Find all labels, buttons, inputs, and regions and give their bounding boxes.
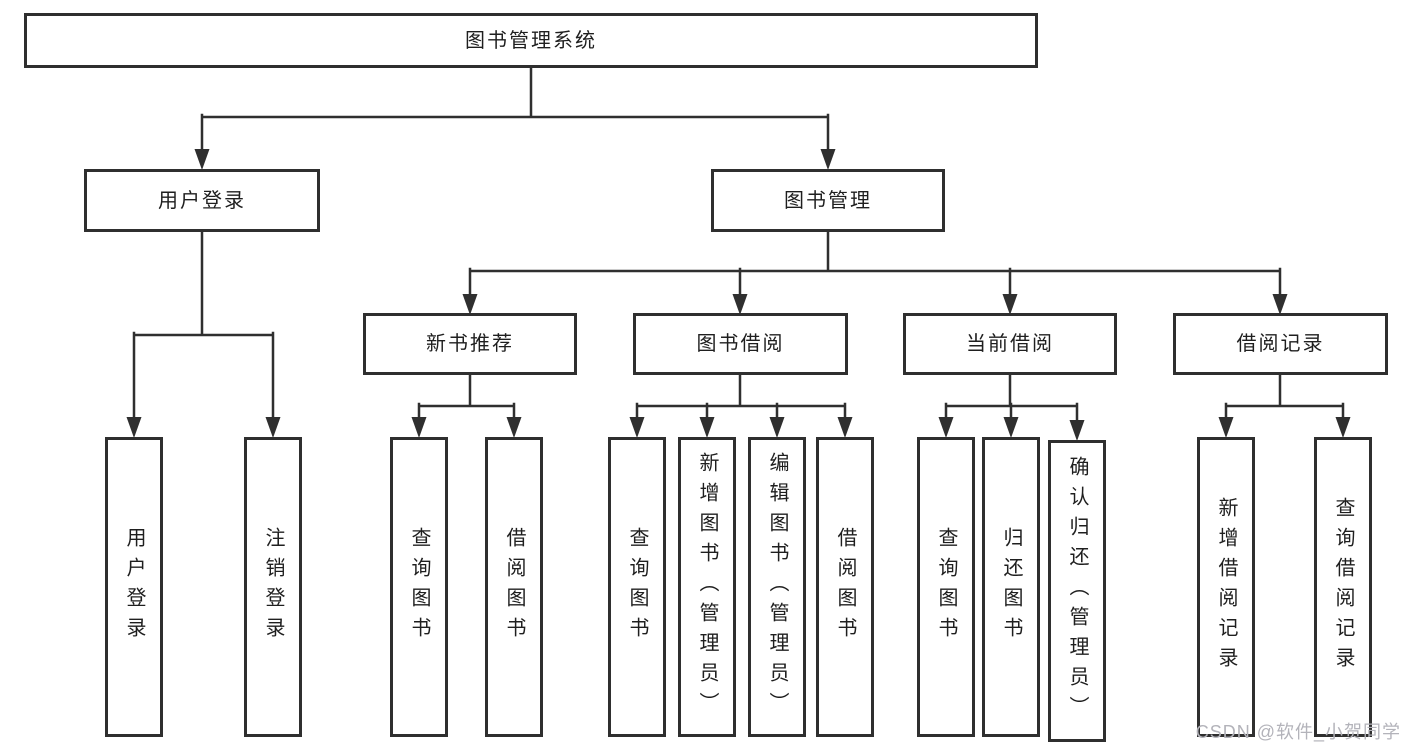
node-user-login-branch: 用户登录 — [84, 169, 320, 232]
arrowhead — [265, 417, 281, 438]
arrowhead — [938, 417, 954, 438]
node-borrowing-records: 借阅记录 — [1173, 313, 1388, 375]
node-current-borrowing: 当前借阅 — [903, 313, 1117, 375]
leaf-edit-book-admin: 编辑图书（管理员） — [748, 437, 806, 737]
node-new-book-recommend-label: 新书推荐 — [426, 333, 514, 355]
leaf-query-book-borrowing-label: 查询图书 — [626, 527, 648, 647]
node-root: 图书管理系统 — [24, 13, 1038, 68]
leaf-logout: 注销登录 — [244, 437, 302, 737]
connector-path — [132, 64, 1345, 425]
leaf-query-book-newrec-label: 查询图书 — [408, 527, 430, 647]
arrowhead — [732, 294, 748, 315]
leaf-user-login: 用户登录 — [105, 437, 163, 737]
csdn-watermark: CSDN @软件_小贺同学 — [1195, 722, 1401, 742]
leaf-query-borrow-record: 查询借阅记录 — [1314, 437, 1372, 737]
arrowhead — [1218, 417, 1234, 438]
leaf-add-borrow-record-label: 新增借阅记录 — [1215, 497, 1237, 677]
arrowhead — [1069, 420, 1085, 441]
leaf-borrow-book-borrowing-label: 借阅图书 — [834, 527, 856, 647]
node-book-borrowing-label: 图书借阅 — [696, 333, 785, 355]
node-book-management-branch-label: 图书管理 — [784, 189, 872, 212]
leaf-query-borrow-record-label: 查询借阅记录 — [1332, 497, 1354, 677]
leaf-borrow-book-borrowing: 借阅图书 — [816, 437, 874, 737]
leaf-confirm-return-admin: 确认归还（管理员） — [1048, 440, 1106, 742]
leaf-query-book-current-label: 查询图书 — [935, 527, 957, 647]
arrowhead — [462, 294, 478, 315]
leaf-return-book: 归还图书 — [982, 437, 1040, 737]
arrowheads — [126, 149, 1351, 441]
leaf-borrow-book-newrec: 借阅图书 — [485, 437, 543, 737]
leaf-return-book-label: 归还图书 — [1000, 527, 1022, 647]
arrowhead — [411, 417, 427, 438]
leaf-query-book-newrec: 查询图书 — [390, 437, 448, 737]
arrowhead — [699, 417, 715, 438]
node-book-borrowing: 图书借阅 — [633, 313, 848, 375]
arrowhead — [1002, 294, 1018, 315]
leaf-confirm-return-admin-label: 确认归还（管理员） — [1066, 456, 1088, 726]
arrowhead — [820, 149, 836, 170]
leaf-logout-label: 注销登录 — [262, 527, 284, 647]
arrowhead — [629, 417, 645, 438]
arrowhead — [1272, 294, 1288, 315]
arrowhead — [837, 417, 853, 438]
leaf-user-login-label: 用户登录 — [123, 527, 145, 647]
node-root-label: 图书管理系统 — [465, 29, 597, 52]
node-current-borrowing-label: 当前借阅 — [966, 333, 1054, 355]
arrowhead — [1335, 417, 1351, 438]
leaf-edit-book-admin-label: 编辑图书（管理员） — [766, 452, 788, 722]
arrowhead — [506, 417, 522, 438]
leaf-add-borrow-record: 新增借阅记录 — [1197, 437, 1255, 737]
leaf-query-book-current: 查询图书 — [917, 437, 975, 737]
arrowhead — [769, 417, 785, 438]
leaf-add-book-admin-label: 新增图书（管理员） — [696, 452, 718, 722]
leaf-borrow-book-newrec-label: 借阅图书 — [503, 527, 525, 647]
leaf-add-book-admin: 新增图书（管理员） — [678, 437, 736, 737]
node-book-management-branch: 图书管理 — [711, 169, 945, 232]
leaf-query-book-borrowing: 查询图书 — [608, 437, 666, 737]
node-new-book-recommend: 新书推荐 — [363, 313, 577, 375]
arrowhead — [194, 149, 210, 170]
node-borrowing-records-label: 借阅记录 — [1236, 333, 1325, 355]
arrowhead — [1003, 417, 1019, 438]
arrowhead — [126, 417, 142, 438]
node-user-login-branch-label: 用户登录 — [158, 189, 246, 212]
